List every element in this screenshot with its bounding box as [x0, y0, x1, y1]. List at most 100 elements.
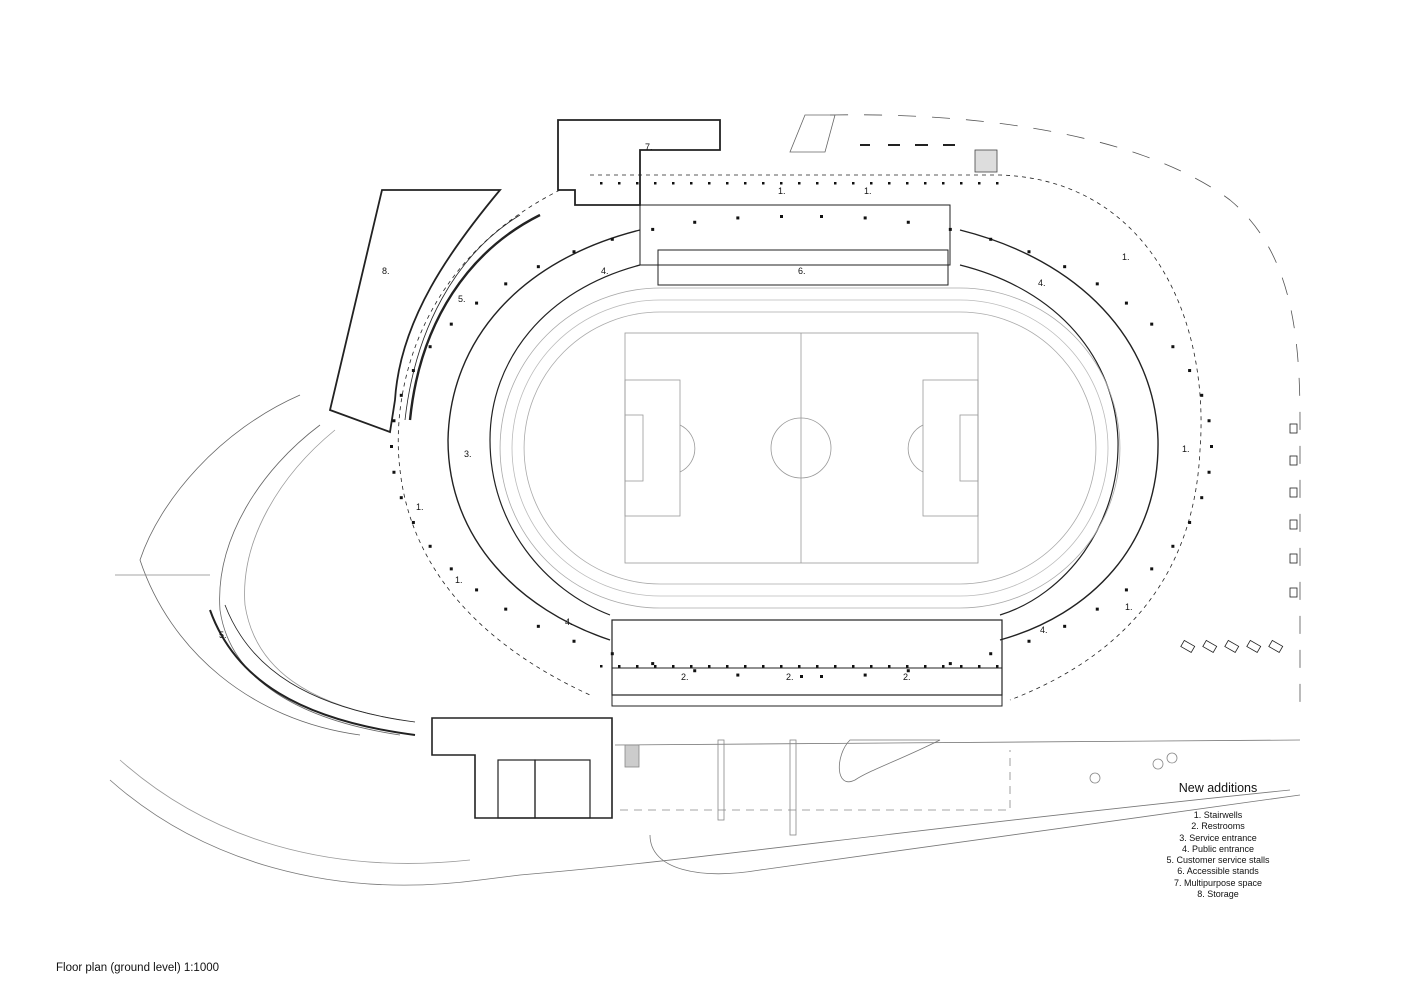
- column-mark: [672, 182, 675, 185]
- label-stalls-south: 5.: [219, 630, 227, 640]
- column-mark: [475, 588, 479, 592]
- bench-1: [1180, 639, 1196, 654]
- label-service-entrance: 3.: [464, 449, 472, 459]
- east-kiosk-1: [1289, 423, 1298, 434]
- column-mark: [610, 237, 614, 241]
- bench-2: [1202, 639, 1218, 654]
- east-stand-inner: [959, 264, 1119, 616]
- column-mark: [618, 665, 621, 668]
- column-mark: [693, 220, 697, 224]
- parking-bar-2: [789, 739, 797, 836]
- storage-building: [328, 189, 502, 434]
- column-mark: [390, 445, 393, 448]
- tree-1: [1089, 772, 1101, 784]
- column-mark: [610, 652, 614, 656]
- column-mark: [651, 227, 655, 231]
- legend-item: 1. Stairwells: [1193, 810, 1243, 820]
- column-mark: [449, 567, 453, 571]
- label-storage: 8.: [382, 266, 390, 276]
- column-mark: [600, 665, 603, 668]
- column-mark: [411, 520, 415, 524]
- column-mark: [870, 182, 873, 185]
- east-kiosk-2: [1289, 455, 1298, 466]
- column-mark: [428, 544, 432, 548]
- bench-5: [1268, 639, 1284, 654]
- label-stair-se: 1.: [1125, 602, 1133, 612]
- legend-item: 7. Multipurpose space: [1173, 877, 1263, 888]
- plan-caption: Floor plan (ground level) 1:1000: [56, 962, 220, 974]
- forecourt-dashed: [620, 750, 1011, 811]
- column-mark: [820, 215, 823, 218]
- column-mark: [1063, 265, 1067, 269]
- label-public-entrance-sw: 4.: [565, 617, 573, 627]
- column-mark: [1171, 544, 1175, 548]
- column-mark: [1210, 445, 1213, 448]
- east-penalty-arc: [907, 424, 924, 473]
- column-mark: [960, 665, 963, 668]
- column-mark: [572, 639, 576, 643]
- tree-2: [1152, 758, 1164, 770]
- east-goal-area: [959, 414, 979, 482]
- legend-item: 4. Public entrance: [1181, 843, 1255, 854]
- tree-3: [1166, 752, 1178, 764]
- accessible-stands-block: [657, 249, 949, 286]
- column-mark: [1207, 419, 1211, 423]
- column-mark: [996, 182, 999, 185]
- east-kiosk-5: [1289, 553, 1298, 564]
- column-mark: [888, 182, 891, 185]
- label-restroom-2: 2.: [786, 672, 794, 682]
- running-track-outer: [499, 287, 1121, 609]
- column-mark: [948, 662, 952, 666]
- column-mark: [600, 182, 603, 185]
- centre-circle: [770, 417, 832, 479]
- west-goal-area: [624, 414, 644, 482]
- column-mark: [708, 182, 711, 185]
- site-boundary-east: [829, 114, 1301, 712]
- column-mark: [989, 237, 993, 241]
- column-mark: [1095, 607, 1099, 611]
- parking-bar-3: [624, 744, 640, 768]
- column-mark: [536, 265, 540, 269]
- column-mark: [504, 282, 508, 286]
- storage-curved-wall: [408, 213, 541, 421]
- column-mark: [906, 669, 910, 673]
- column-mark: [816, 182, 819, 185]
- multipurpose-building: [557, 119, 721, 206]
- west-stand-outer: [447, 229, 641, 641]
- column-mark: [762, 182, 765, 185]
- legend-item: 3. Service entrance: [1179, 832, 1257, 843]
- column-mark: [744, 182, 747, 185]
- column-mark: [906, 665, 909, 668]
- column-mark: [863, 216, 867, 220]
- football-pitch: [624, 332, 979, 564]
- legend-item: 6. Accessible stands: [1177, 866, 1259, 877]
- column-mark: [1171, 345, 1175, 349]
- column-mark: [736, 673, 740, 677]
- label-stair-w: 1.: [416, 502, 424, 512]
- column-mark: [996, 665, 999, 668]
- column-mark: [834, 665, 837, 668]
- label-restroom-1: 2.: [681, 672, 689, 682]
- column-mark: [906, 182, 909, 185]
- column-mark: [572, 250, 576, 254]
- label-public-entrance-nw: 4.: [601, 266, 609, 276]
- column-mark: [504, 607, 508, 611]
- column-mark: [1027, 250, 1031, 254]
- column-mark: [654, 665, 657, 668]
- label-stair-n2: 1.: [864, 186, 872, 196]
- column-mark: [1150, 567, 1154, 571]
- legend-item: 2. Restrooms: [1191, 821, 1245, 832]
- legend-item: 8. Storage: [1197, 889, 1239, 900]
- column-mark: [780, 182, 783, 185]
- column-mark: [942, 665, 945, 668]
- column-mark: [1124, 301, 1128, 305]
- column-mark: [780, 215, 783, 218]
- column-mark: [780, 665, 783, 668]
- column-mark: [1188, 369, 1192, 373]
- column-mark: [399, 393, 403, 397]
- south-stand-service: [611, 667, 1003, 707]
- southwest-hall-2: [497, 759, 536, 819]
- west-penalty-area: [624, 379, 681, 517]
- column-mark: [726, 665, 729, 668]
